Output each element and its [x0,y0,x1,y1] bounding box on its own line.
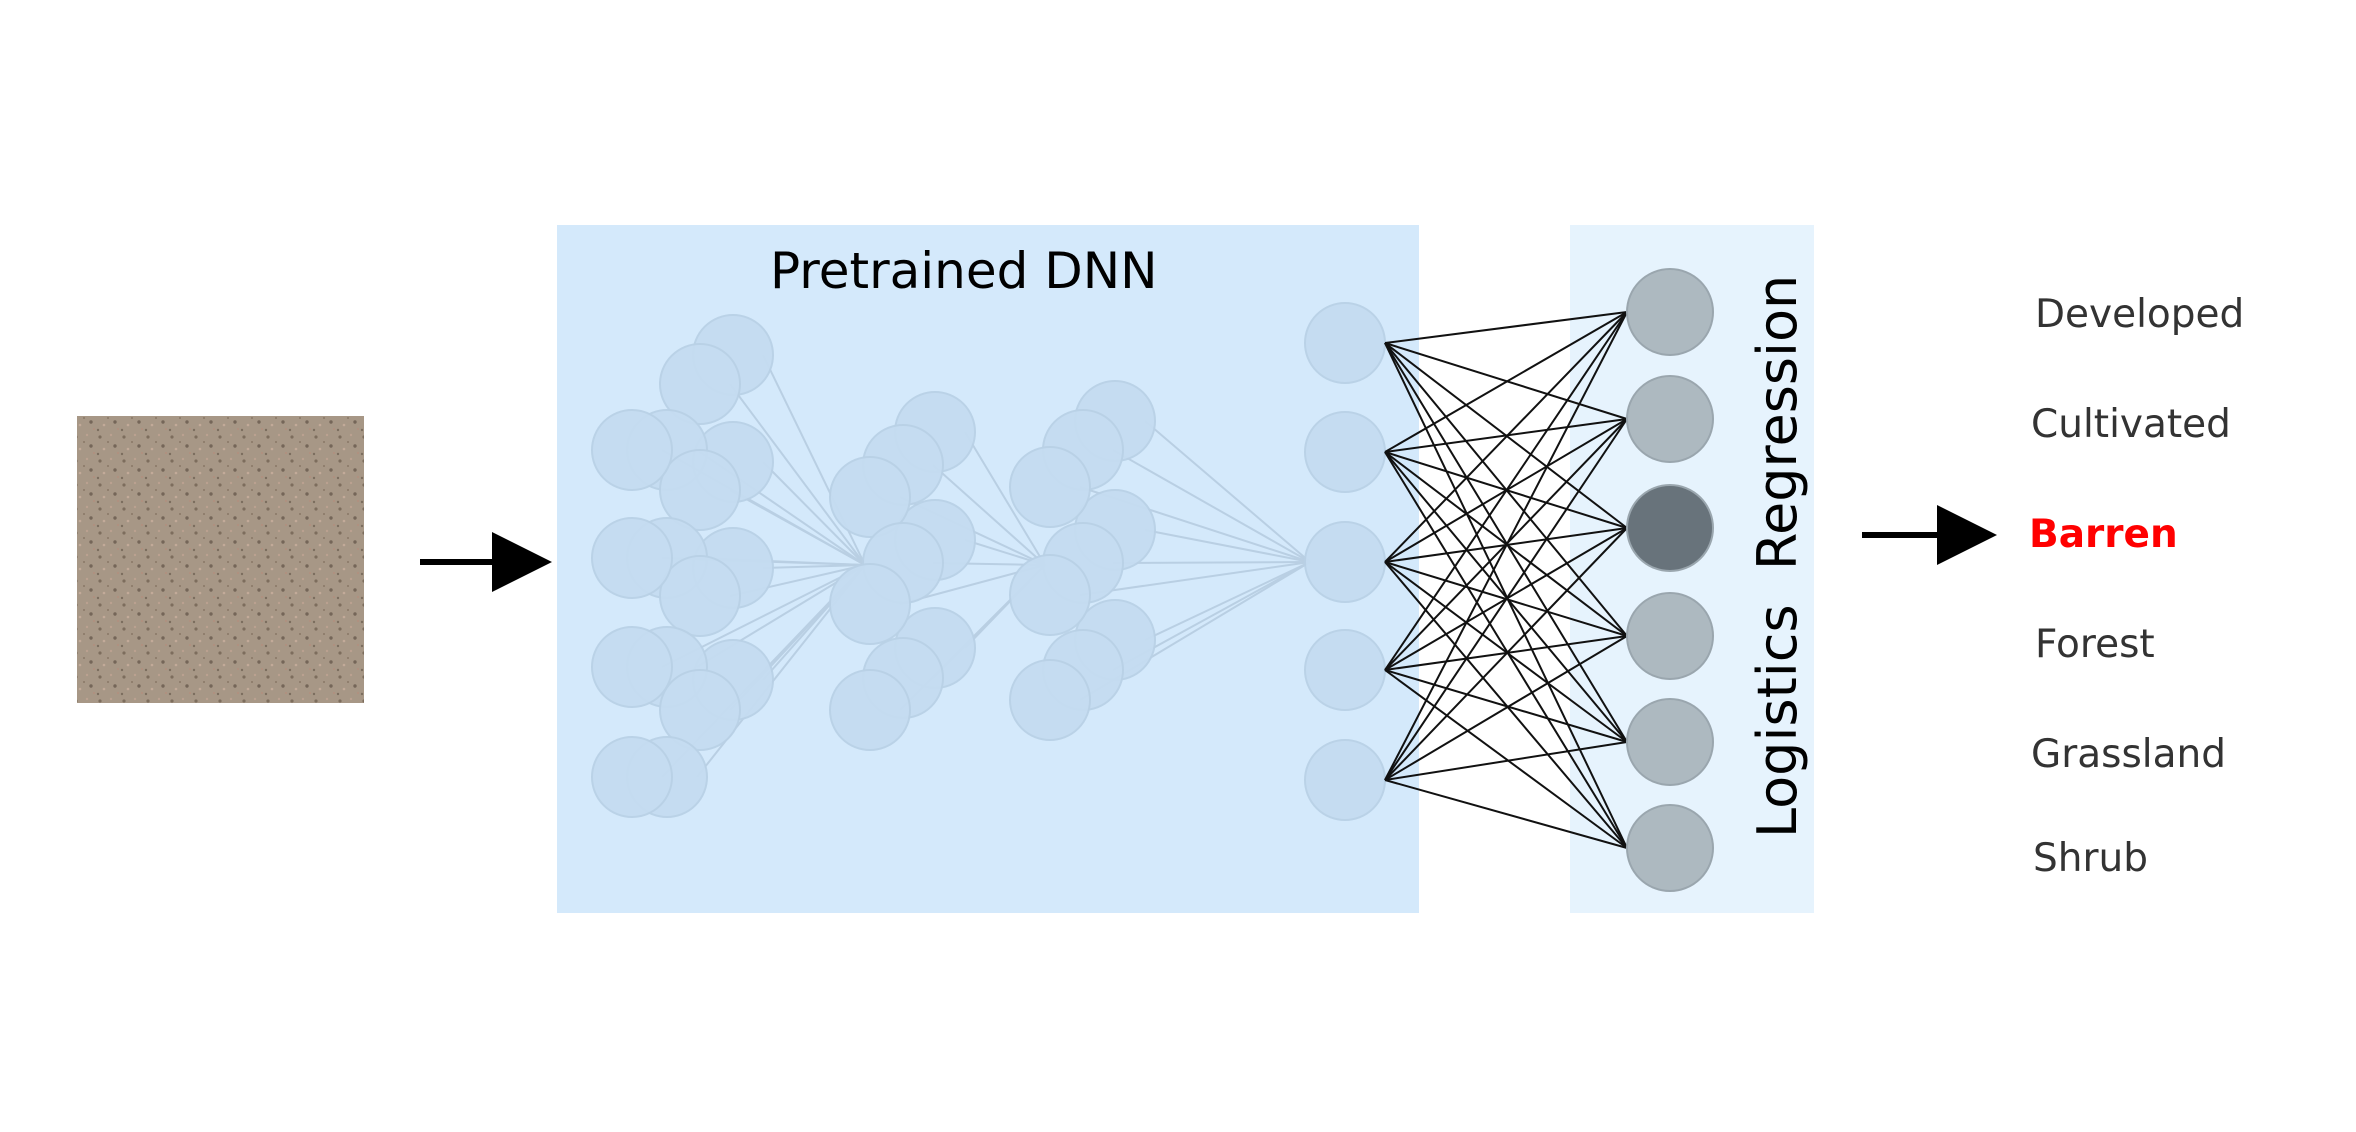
dnn-edge [932,464,1046,566]
dnn-node [591,517,673,599]
dnn-edge [1112,561,1311,564]
dnn-node [659,555,741,637]
dnn-node [659,343,741,425]
logistic-regression-title: Logistics Regression [1746,274,1809,838]
fc-edge [1384,418,1628,453]
dnn-nodes [591,302,1386,821]
dnn-edge [762,461,866,566]
fc-edge [1384,669,1628,849]
fc-edge [1384,311,1628,344]
dnn-node [1009,446,1091,528]
dnn-edge [1079,561,1311,596]
dnn-node [1304,302,1386,384]
dnn-node [829,456,911,538]
dnn-node [659,449,741,531]
dnn-node [829,563,911,645]
dnn-edge [964,431,1046,566]
output-node [1626,592,1714,680]
fc-edge [1384,527,1628,781]
fc-edge [1384,779,1628,849]
dnn-edge [729,383,866,566]
class-label-cultivated: Cultivated [2031,402,2231,447]
dnn-edge [1112,449,1311,563]
dnn-title: Pretrained DNN [770,242,1158,300]
dnn-node [591,409,673,491]
dnn-edge [762,564,866,569]
fc-connections [1384,311,1628,849]
class-label-developed: Developed [2035,292,2245,337]
fc-edge [1384,311,1628,453]
output-node [1626,268,1714,356]
fc-edge [1384,311,1628,563]
fc-edge [1384,311,1628,671]
dnn-node [1304,739,1386,821]
dnn-node [659,669,741,751]
output-node-active [1626,484,1714,572]
dnn-node [1304,629,1386,711]
dnn-node [591,626,673,708]
class-label-barren: Barren [2029,512,2178,557]
dnn-edge [1144,420,1311,563]
dnn-edge [1144,561,1311,641]
fc-edge [1384,418,1628,781]
output-nodes [1626,268,1714,892]
dnn-node [1304,521,1386,603]
fc-edge [1384,311,1628,781]
output-node [1626,698,1714,786]
fc-edge [1384,635,1628,781]
dnn-node [591,736,673,818]
fc-edge [1384,342,1628,743]
dnn-edge [1144,529,1311,563]
class-label-shrub: Shrub [2033,836,2148,881]
class-label-grassland: Grassland [2031,732,2226,777]
dnn-node [1009,554,1091,636]
class-label-forest: Forest [2035,622,2155,667]
input-image [77,416,364,703]
output-node [1626,375,1714,463]
dnn-node [1009,659,1091,741]
output-node [1626,804,1714,892]
dnn-node [1304,411,1386,493]
dnn-node [829,669,911,751]
fc-edge [1384,451,1628,743]
fc-edge [1384,451,1628,849]
fc-edge [1384,741,1628,781]
fc-edge [1384,669,1628,743]
